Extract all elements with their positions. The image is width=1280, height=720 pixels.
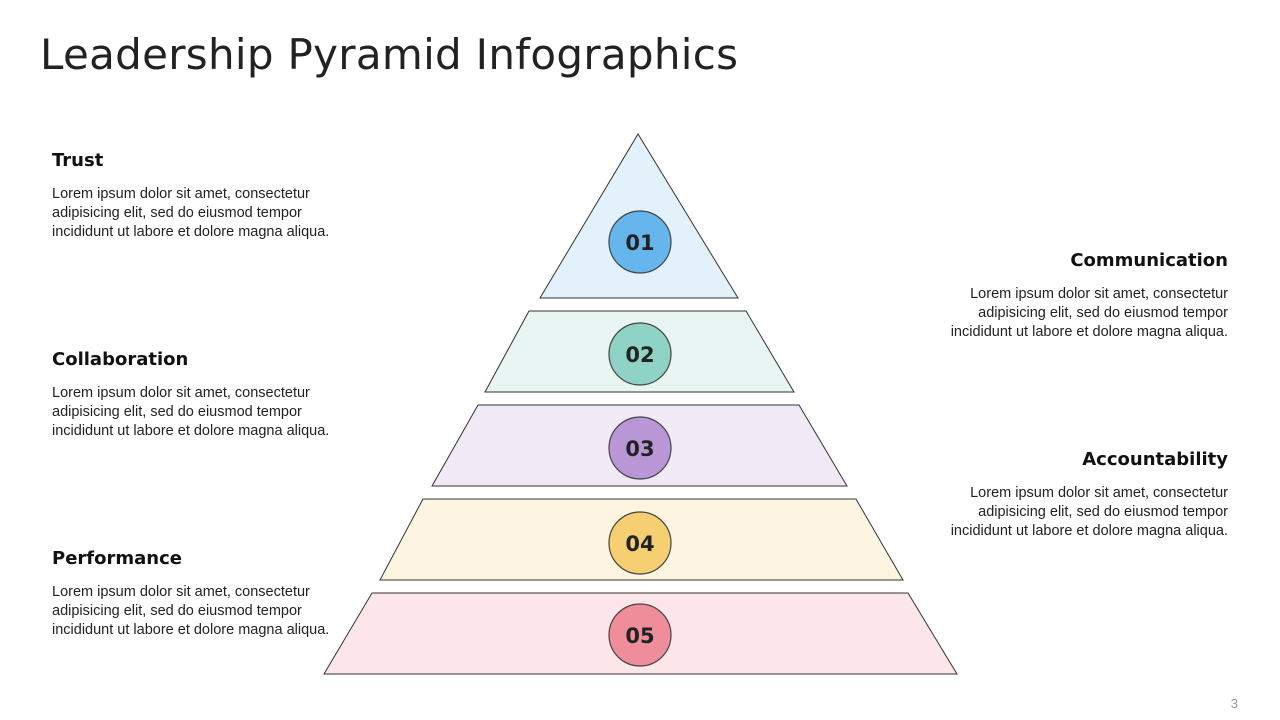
level-badge-4 (608, 511, 672, 575)
communication-text: Lorem ipsum dolor sit amet, consectetur … (950, 286, 1228, 340)
level-number-2: 02 (625, 343, 654, 367)
level-number-5: 05 (625, 624, 654, 648)
pyramid-level-1: 01 (539, 133, 739, 299)
performance-block: Performance Lorem ipsum dolor sit amet, … (52, 548, 342, 640)
level-number-3: 03 (625, 437, 654, 461)
collaboration-text: Lorem ipsum dolor sit amet, consectetur … (52, 385, 330, 439)
performance-text: Lorem ipsum dolor sit amet, consectetur … (52, 584, 330, 638)
communication-title: Communication (1070, 250, 1228, 271)
level-badge-1 (608, 210, 672, 274)
trust-block: Trust Lorem ipsum dolor sit amet, consec… (52, 150, 342, 242)
slide-title: Leadership Pyramid Infographics (40, 30, 739, 79)
collaboration-block: Collaboration Lorem ipsum dolor sit amet… (52, 349, 342, 441)
pyramid-level-5: 05 (323, 592, 958, 675)
level-badge-3 (608, 416, 672, 480)
pyramid-level-2: 02 (484, 310, 795, 393)
accountability-block: Accountability Lorem ipsum dolor sit ame… (938, 449, 1228, 541)
page-number: 3 (1230, 696, 1238, 711)
level-number-4: 04 (625, 532, 654, 556)
level-badge-2 (608, 322, 672, 386)
trust-title: Trust (52, 150, 104, 171)
communication-block: Communication Lorem ipsum dolor sit amet… (938, 250, 1228, 342)
level-badge-5 (608, 603, 672, 667)
level-number-1: 01 (625, 231, 654, 255)
trust-text: Lorem ipsum dolor sit amet, consectetur … (52, 186, 330, 240)
pyramid-level-3: 03 (431, 404, 848, 487)
accountability-title: Accountability (1082, 449, 1228, 470)
performance-title: Performance (52, 548, 182, 569)
pyramid-level-4: 04 (379, 498, 904, 581)
collaboration-title: Collaboration (52, 349, 189, 370)
accountability-text: Lorem ipsum dolor sit amet, consectetur … (950, 485, 1228, 539)
